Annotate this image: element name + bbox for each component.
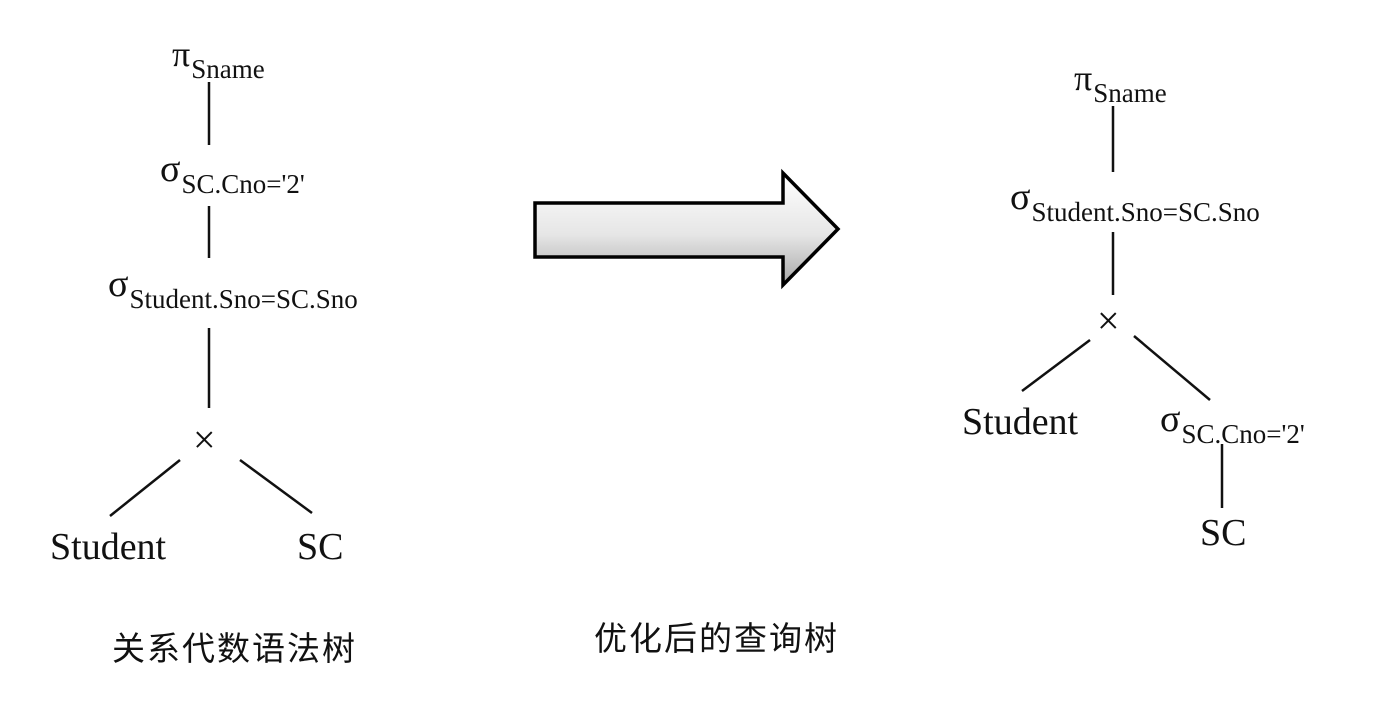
relation-student-label: Student: [50, 526, 167, 568]
left-edge-product-to-student: [109, 459, 181, 517]
sigma-symbol: σ: [1010, 176, 1031, 218]
transform-arrow: [533, 168, 841, 290]
selection-join-subscript: Student.Sno=SC.Sno: [129, 284, 358, 314]
projection-subscript: Sname: [1093, 78, 1167, 108]
projection-subscript: Sname: [191, 54, 265, 84]
right-edge-product-to-student: [1021, 339, 1091, 392]
relation-sc-label: SC: [297, 526, 344, 568]
sigma-symbol: σ: [1160, 398, 1181, 440]
left-leaf-student: Student: [50, 528, 166, 566]
pi-symbol: π: [1074, 58, 1093, 98]
selection-join-subscript: Student.Sno=SC.Sno: [1031, 197, 1260, 227]
right-caption: 优化后的查询树: [594, 622, 839, 655]
pi-symbol: π: [172, 34, 191, 74]
left-edge-product-to-sc: [239, 458, 313, 515]
right-leaf-student: Student: [962, 403, 1078, 441]
left-product-node: ×: [193, 420, 216, 460]
relation-sc-label: SC: [1200, 512, 1247, 554]
left-projection-node: πSname: [172, 34, 265, 83]
left-selection-cno-node: σSC.Cno='2': [160, 148, 305, 198]
right-leaf-sc: SC: [1200, 514, 1246, 552]
relation-student-label: Student: [962, 401, 1079, 443]
left-caption-text: 关系代数语法树: [112, 629, 357, 668]
right-selection-cno-node: σSC.Cno='2': [1160, 398, 1305, 448]
right-caption-text: 优化后的查询树: [594, 619, 839, 658]
right-edge-product-to-cno: [1133, 335, 1211, 401]
cross-product-symbol: ×: [1097, 298, 1120, 343]
right-projection-node: πSname: [1074, 58, 1167, 107]
cross-product-symbol: ×: [193, 417, 216, 462]
right-selection-join-node: σStudent.Sno=SC.Sno: [1010, 176, 1260, 226]
sigma-symbol: σ: [108, 263, 129, 305]
left-selection-join-node: σStudent.Sno=SC.Sno: [108, 263, 358, 313]
left-leaf-sc: SC: [297, 528, 343, 566]
left-caption: 关系代数语法树: [112, 632, 357, 665]
selection-cno-subscript: SC.Cno='2': [181, 169, 305, 199]
selection-cno-subscript: SC.Cno='2': [1181, 419, 1305, 449]
right-product-node: ×: [1097, 301, 1120, 341]
sigma-symbol: σ: [160, 148, 181, 190]
